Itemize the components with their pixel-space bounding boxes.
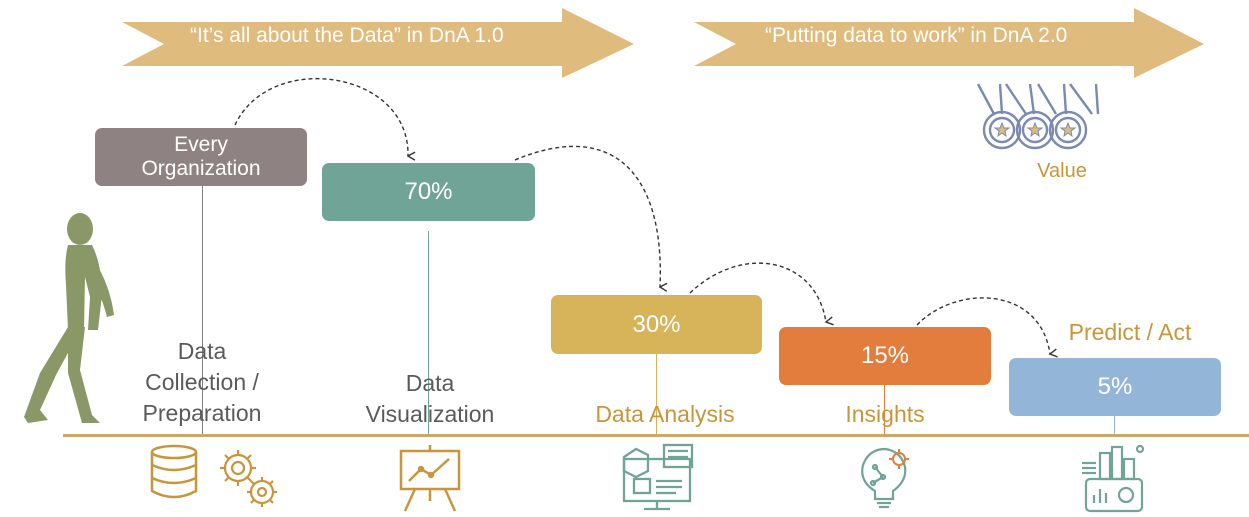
stage-insights-line1: Insights bbox=[845, 401, 925, 427]
stage-visualization-line2: Visualization bbox=[365, 401, 495, 427]
box-70-percent: 70% bbox=[322, 163, 535, 221]
stage-predict-line1: Predict / Act bbox=[1068, 319, 1192, 345]
idea-bulb-icon bbox=[861, 447, 909, 509]
smart-city-phone-icon bbox=[1082, 444, 1145, 513]
box-every-organization-line1: Every bbox=[174, 133, 228, 156]
ground-line bbox=[63, 434, 1249, 437]
stage-analysis-line1: Data Analysis bbox=[595, 401, 735, 427]
stage-collection-line2: Collection / bbox=[145, 369, 259, 395]
box-30-label: 30% bbox=[632, 310, 681, 338]
walking-person-icon bbox=[24, 213, 114, 423]
box-5-percent: 5% bbox=[1009, 358, 1221, 416]
box-every-organization: Every Organization bbox=[95, 128, 307, 186]
box-every-organization-line2: Organization bbox=[141, 157, 261, 180]
medals-icon bbox=[976, 83, 1100, 150]
banner-dna1-text: “It’s all about the Data” in DnA 1.0 bbox=[190, 24, 504, 47]
box-70-label: 70% bbox=[404, 178, 453, 205]
stage-label-visualization: Data Visualization bbox=[340, 368, 520, 430]
stage-collection-line3: Preparation bbox=[142, 400, 262, 426]
dashboard-monitor-icon bbox=[622, 443, 694, 511]
presentation-chart-icon bbox=[399, 445, 461, 512]
banner-arrow-dna1 bbox=[122, 8, 634, 78]
value-label: Value bbox=[1037, 160, 1087, 182]
banner-arrow-dna2 bbox=[694, 8, 1204, 78]
dropline-every-organization bbox=[202, 186, 203, 436]
dropline-15 bbox=[884, 385, 885, 436]
dropline-70 bbox=[428, 231, 429, 436]
gears-icon bbox=[220, 450, 277, 507]
box-5-label: 5% bbox=[1097, 373, 1133, 400]
banner-dna2-text: “Putting data to work” in DnA 2.0 bbox=[765, 24, 1068, 47]
box-15-label: 15% bbox=[860, 342, 910, 369]
dropline-30 bbox=[656, 353, 657, 436]
stage-label-analysis: Data Analysis bbox=[570, 399, 760, 430]
stage-label-collection: Data Collection / Preparation bbox=[122, 336, 282, 429]
box-30-percent: 30% bbox=[551, 295, 762, 354]
stage-label-predict-act: Predict / Act bbox=[1040, 317, 1220, 348]
dropline-5 bbox=[1114, 416, 1115, 436]
box-15-percent: 15% bbox=[779, 327, 991, 385]
stage-visualization-line1: Data bbox=[405, 370, 455, 396]
database-icon bbox=[150, 444, 198, 499]
stage-collection-line1: Data bbox=[177, 338, 227, 364]
stage-label-insights: Insights bbox=[820, 399, 950, 430]
